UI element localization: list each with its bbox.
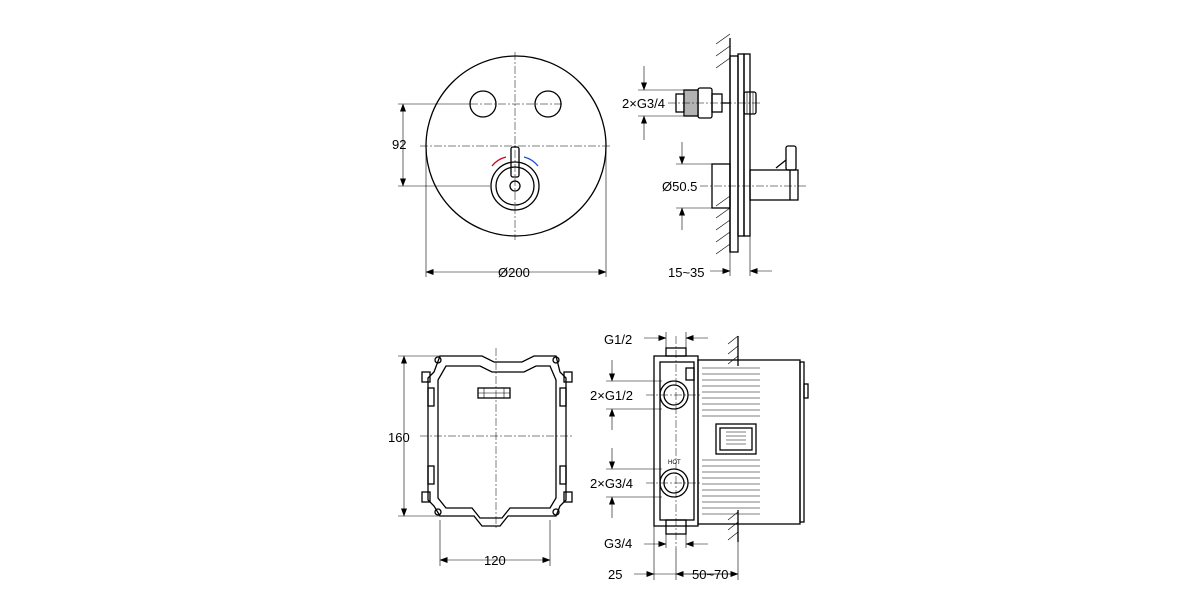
box-side-view <box>646 335 809 548</box>
box-width-label: 120 <box>484 553 506 568</box>
front-view-dimensions <box>398 103 607 277</box>
box-depth-label: 50~70 <box>692 567 729 582</box>
box-top-thread-label: G1/2 <box>604 332 632 347</box>
wall-hatching <box>715 33 731 255</box>
front-height-label: 92 <box>392 137 406 152</box>
box-side-dimensions <box>606 332 739 580</box>
side-diameter-label: Ø50.5 <box>662 179 697 194</box>
side-view-mixer <box>668 33 808 255</box>
side-thread-label: 2×G3/4 <box>622 96 665 111</box>
front-view-faceplate <box>420 52 612 240</box>
box-front-view <box>420 348 574 530</box>
side-depth-label: 15~35 <box>668 265 705 280</box>
cold-indicator-arc <box>523 156 539 167</box>
wall-hatching-lower <box>727 335 739 541</box>
side-view-dimensions <box>638 66 772 276</box>
hot-marker: HOT <box>668 460 681 466</box>
box-height-label: 160 <box>388 430 410 445</box>
sleeve-ribs <box>702 367 760 515</box>
box-lower-thread-label: 2×G3/4 <box>590 476 633 491</box>
box-upper-thread-label: 2×G1/2 <box>590 388 633 403</box>
hot-indicator-arc <box>491 156 507 167</box>
box-front-dimensions <box>398 355 551 566</box>
box-offset-label: 25 <box>608 567 622 582</box>
front-diameter-label: Ø200 <box>498 265 530 280</box>
box-bottom-thread-label: G3/4 <box>604 536 632 551</box>
